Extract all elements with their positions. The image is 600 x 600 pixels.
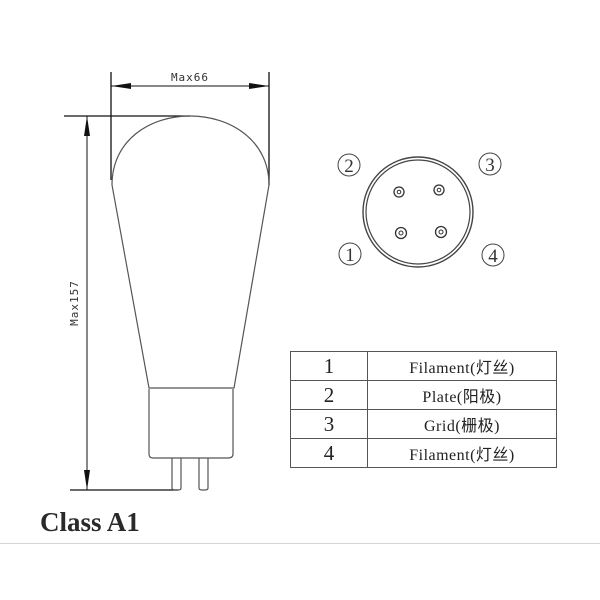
svg-text:3: 3 xyxy=(485,155,495,176)
table-row: 4 Filament(灯丝) xyxy=(290,438,557,468)
pin-function: Plate(阳极) xyxy=(367,380,557,410)
pin-number: 1 xyxy=(290,351,368,381)
pin-label-3: 3 xyxy=(478,152,502,176)
arrow-down-icon xyxy=(84,470,90,490)
pin-function: Grid(栅极) xyxy=(367,409,557,439)
tube-base xyxy=(148,389,234,459)
divider xyxy=(0,543,600,544)
pin-label-4: 4 xyxy=(481,243,505,267)
class-title: Class A1 xyxy=(40,507,140,537)
svg-text:4: 4 xyxy=(488,246,498,267)
svg-text:1: 1 xyxy=(345,245,355,266)
pin-number: 2 xyxy=(290,380,368,410)
socket-pin-1 xyxy=(394,226,408,240)
pin-label-1: 1 xyxy=(338,242,362,266)
socket-pin-2 xyxy=(393,186,405,198)
arrow-up-icon xyxy=(84,116,90,136)
width-label: Max66 xyxy=(171,71,209,84)
table-row: 2 Plate(阳极) xyxy=(290,380,557,410)
svg-text:2: 2 xyxy=(344,156,354,177)
socket-pin-3 xyxy=(433,184,445,196)
height-label: Max157 xyxy=(68,280,81,326)
tube-pin-left xyxy=(171,458,182,491)
pin-function: Filament(灯丝) xyxy=(367,438,557,468)
pin-number: 3 xyxy=(290,409,368,439)
socket-pin-4 xyxy=(434,225,448,239)
tube-pin-right xyxy=(198,458,209,491)
table-row: 3 Grid(栅极) xyxy=(290,409,557,439)
arrow-right-icon xyxy=(249,83,269,89)
tube-outline xyxy=(111,115,270,491)
pin-label-2: 2 xyxy=(337,153,361,177)
table-row: 1 Filament(灯丝) xyxy=(290,351,557,381)
socket-bottom-view: 2 3 1 4 xyxy=(337,152,505,268)
width-dimension: Max66 xyxy=(110,71,270,185)
pin-number: 4 xyxy=(290,438,368,468)
pin-function-table: 1 Filament(灯丝) 2 Plate(阳极) 3 Grid(栅极) 4 … xyxy=(290,351,557,468)
height-dimension: Max157 xyxy=(64,115,190,491)
pin-function: Filament(灯丝) xyxy=(367,351,557,381)
arrow-left-icon xyxy=(111,83,131,89)
tube-envelope xyxy=(111,115,270,389)
